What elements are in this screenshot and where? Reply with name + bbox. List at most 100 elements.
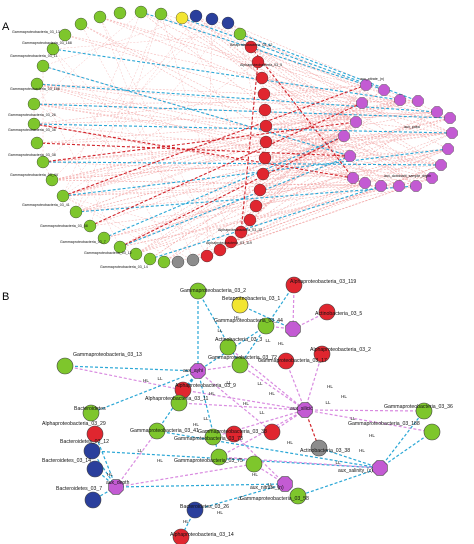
- edge-line: [265, 125, 351, 157]
- edge-label: LL: [237, 496, 243, 501]
- edge-line: [36, 83, 438, 113]
- taxon-node: [84, 491, 102, 509]
- edge-line: [52, 48, 179, 263]
- taxon-node: [310, 439, 328, 457]
- edge-line: [119, 135, 345, 248]
- node-label-p3: aux_dominant_sample_depth: [384, 174, 431, 178]
- edge-line: [206, 18, 213, 257]
- network-node: [200, 249, 214, 263]
- taxon-node: [148, 422, 166, 440]
- taxon-node: [231, 296, 249, 314]
- taxon-node: [170, 394, 188, 412]
- node-label-g9: Gammaproteobacteria_03_41: [22, 203, 70, 207]
- edge-label: LL: [217, 328, 223, 333]
- edge-label: HL: [252, 472, 258, 477]
- node-label-alpha9: Alphaproteobacteria_03_9: [175, 383, 236, 389]
- network-node: [244, 40, 258, 54]
- edge-line: [62, 195, 194, 261]
- edge-line: [42, 18, 213, 163]
- network-node: [258, 151, 272, 165]
- variable-node: [350, 116, 362, 128]
- edge-line: [80, 23, 354, 179]
- edge-line: [64, 365, 199, 372]
- node-label-a2: Alphaproteobacteria_03_119: [206, 241, 252, 245]
- edge-line: [62, 185, 382, 197]
- network-node: [113, 6, 127, 20]
- edge-line: [33, 103, 451, 119]
- network-node: [58, 28, 72, 42]
- node-label-gamma75: Gammaproteobacteria_03_75: [174, 458, 243, 464]
- taxon-node: [313, 345, 331, 363]
- taxon-node: [186, 501, 204, 519]
- edge-line: [99, 16, 451, 119]
- edge-line: [90, 370, 199, 414]
- edge-line: [119, 111, 438, 248]
- network-node: [143, 252, 157, 266]
- variable-node: [190, 363, 206, 379]
- network-node: [30, 136, 44, 150]
- edge-line: [239, 33, 265, 95]
- node-label-gamma188: Gammaproteobacteria_03_188: [348, 421, 420, 427]
- edge-label: LL: [325, 400, 331, 405]
- variable-node: [359, 177, 371, 189]
- taxon-node: [86, 425, 104, 443]
- network-node: [205, 12, 219, 26]
- node-label-g7: Gammaproteobacteria_03_38: [8, 153, 56, 157]
- node-label-b1: Betaproteobacteria_03_12: [230, 43, 272, 47]
- edge-line: [263, 84, 367, 95]
- taxon-node: [285, 276, 303, 294]
- node-label-g8: Gammaproteobacteria_03_44: [10, 173, 58, 177]
- variable-node: [378, 84, 390, 96]
- node-label-alpha29: Alphaproteobacteria_03_29: [42, 421, 106, 427]
- edge-line: [89, 185, 400, 227]
- edge-label: LL: [265, 338, 271, 343]
- edge-line: [160, 13, 433, 179]
- edge-line: [51, 179, 400, 187]
- edge-label: LL: [137, 448, 143, 453]
- variable-node: [412, 95, 424, 107]
- edge-line: [250, 46, 354, 179]
- network-node: [243, 213, 257, 227]
- network-node: [256, 167, 270, 181]
- network-node: [30, 77, 44, 91]
- edge-line: [265, 141, 354, 179]
- edge-label: HL: [278, 341, 284, 346]
- edge-line: [250, 46, 433, 179]
- edge-line: [42, 161, 433, 179]
- edge-line: [33, 111, 438, 125]
- variable-node: [372, 460, 388, 476]
- edge-line: [239, 33, 419, 102]
- network-node: [257, 87, 271, 101]
- edge-line: [140, 11, 367, 86]
- edge-line: [36, 83, 366, 184]
- taxon-node: [210, 448, 228, 466]
- edge-label: HL: [217, 510, 223, 515]
- edge-label: HL: [157, 458, 163, 463]
- node-label-actino38: Actinobacteria_03_38: [300, 448, 350, 454]
- edge-label: LL: [350, 416, 356, 421]
- node-label-gamma72: Gammaproteobacteria_03_72: [208, 355, 277, 361]
- edge-line: [177, 185, 382, 263]
- taxon-node: [225, 425, 243, 443]
- variable-node: [393, 180, 405, 192]
- taxon-node: [277, 352, 295, 370]
- panel-b-letter: B: [2, 291, 9, 303]
- node-label-g12: Gammaproteobacteria_03_12: [84, 251, 132, 255]
- edge-line: [89, 135, 345, 227]
- edge-line: [250, 46, 442, 166]
- edge-line: [62, 164, 442, 197]
- edge-label: HL: [359, 448, 365, 453]
- variable-node: [426, 172, 438, 184]
- edge-line: [230, 148, 449, 243]
- edge-line: [51, 111, 438, 181]
- node-label-alpha119: Alphaproteobacteria_03_119: [290, 279, 356, 285]
- edge-line: [119, 117, 451, 248]
- edge-line: [42, 65, 351, 157]
- node-label-gamma38: Gammaproteobacteria_03_38: [198, 429, 267, 435]
- edge-line: [75, 185, 417, 213]
- edge-label: HL: [209, 391, 215, 396]
- variable-node: [108, 479, 124, 495]
- node-label-beta1: Betaproteobacteria_03_1: [222, 296, 280, 302]
- edge-line: [75, 141, 267, 213]
